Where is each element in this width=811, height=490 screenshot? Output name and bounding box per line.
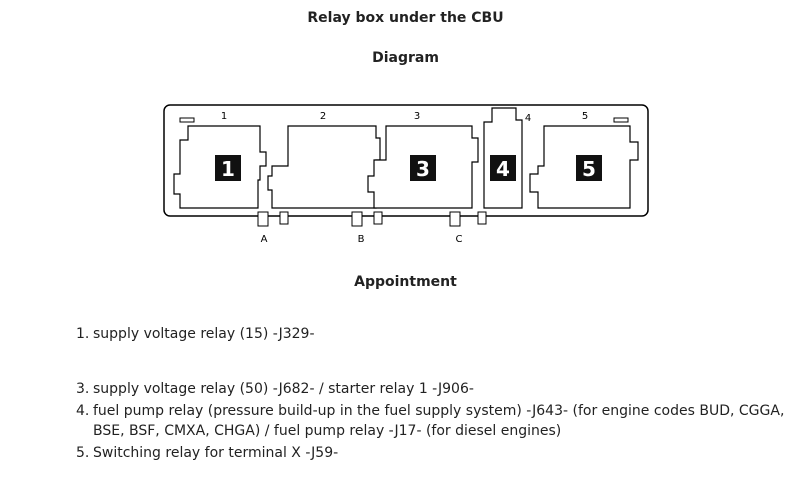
list-item: 5. Switching relay for terminal X -J59-: [76, 443, 796, 463]
list-item-text: Switching relay for terminal X -J59-: [93, 445, 339, 461]
relay-5-badge: [576, 155, 602, 181]
relay-1-badge: [215, 155, 241, 181]
appointment-heading: Appointment: [354, 274, 457, 290]
diagram-label-3: 3: [414, 111, 420, 122]
diagram-label-2: 2: [320, 111, 326, 122]
list-item: 1. supply voltage relay (15) -J329-: [76, 324, 796, 344]
connector-stub: [477, 211, 487, 225]
connector-label-a: A: [261, 234, 268, 245]
diagram-heading: Diagram: [372, 50, 439, 66]
list-item-number: 1.: [76, 326, 90, 342]
diagram-label-5: 5: [582, 111, 588, 122]
list-item-text: fuel pump relay (pressure build-up in th…: [93, 403, 785, 439]
connector-stub: [373, 211, 383, 225]
list-item-number: 3.: [76, 381, 90, 397]
connector-a-stub: [257, 211, 269, 227]
relay-3-badge-text: 3: [416, 157, 430, 181]
list-item-number: 5.: [76, 445, 90, 461]
relay-1-badge-text: 1: [221, 157, 235, 181]
relay-2-outline: [267, 125, 381, 209]
page-title: Relay box under the CBU: [307, 10, 504, 26]
housing-tab-right: [613, 117, 629, 123]
relay-4-badge: [490, 155, 516, 181]
list-item-number: 4.: [76, 403, 90, 419]
relay-4-badge-text: 4: [496, 157, 510, 181]
connector-label-c: C: [456, 234, 463, 245]
connector-b-stub: [351, 211, 363, 227]
relay-3-badge: [410, 155, 436, 181]
list-item: 3. supply voltage relay (50) -J682- / st…: [76, 379, 796, 399]
list-item-text: supply voltage relay (50) -J682- / start…: [93, 381, 474, 397]
relay-list: 1. supply voltage relay (15) -J329- 3. s…: [76, 324, 796, 463]
list-item: 4. fuel pump relay (pressure build-up in…: [76, 401, 796, 441]
connector-c-stub: [449, 211, 461, 227]
connector-label-b: B: [358, 234, 365, 245]
housing-tab-left: [179, 117, 195, 123]
diagram-label-1: 1: [221, 111, 227, 122]
connector-stub: [279, 211, 289, 225]
list-item-text: supply voltage relay (15) -J329-: [93, 326, 315, 342]
relay-5-badge-text: 5: [582, 157, 596, 181]
relay-box-diagram: 1 2 3 4 5 1 3 4 5 A B C: [163, 104, 649, 245]
diagram-label-4: 4: [525, 113, 531, 124]
